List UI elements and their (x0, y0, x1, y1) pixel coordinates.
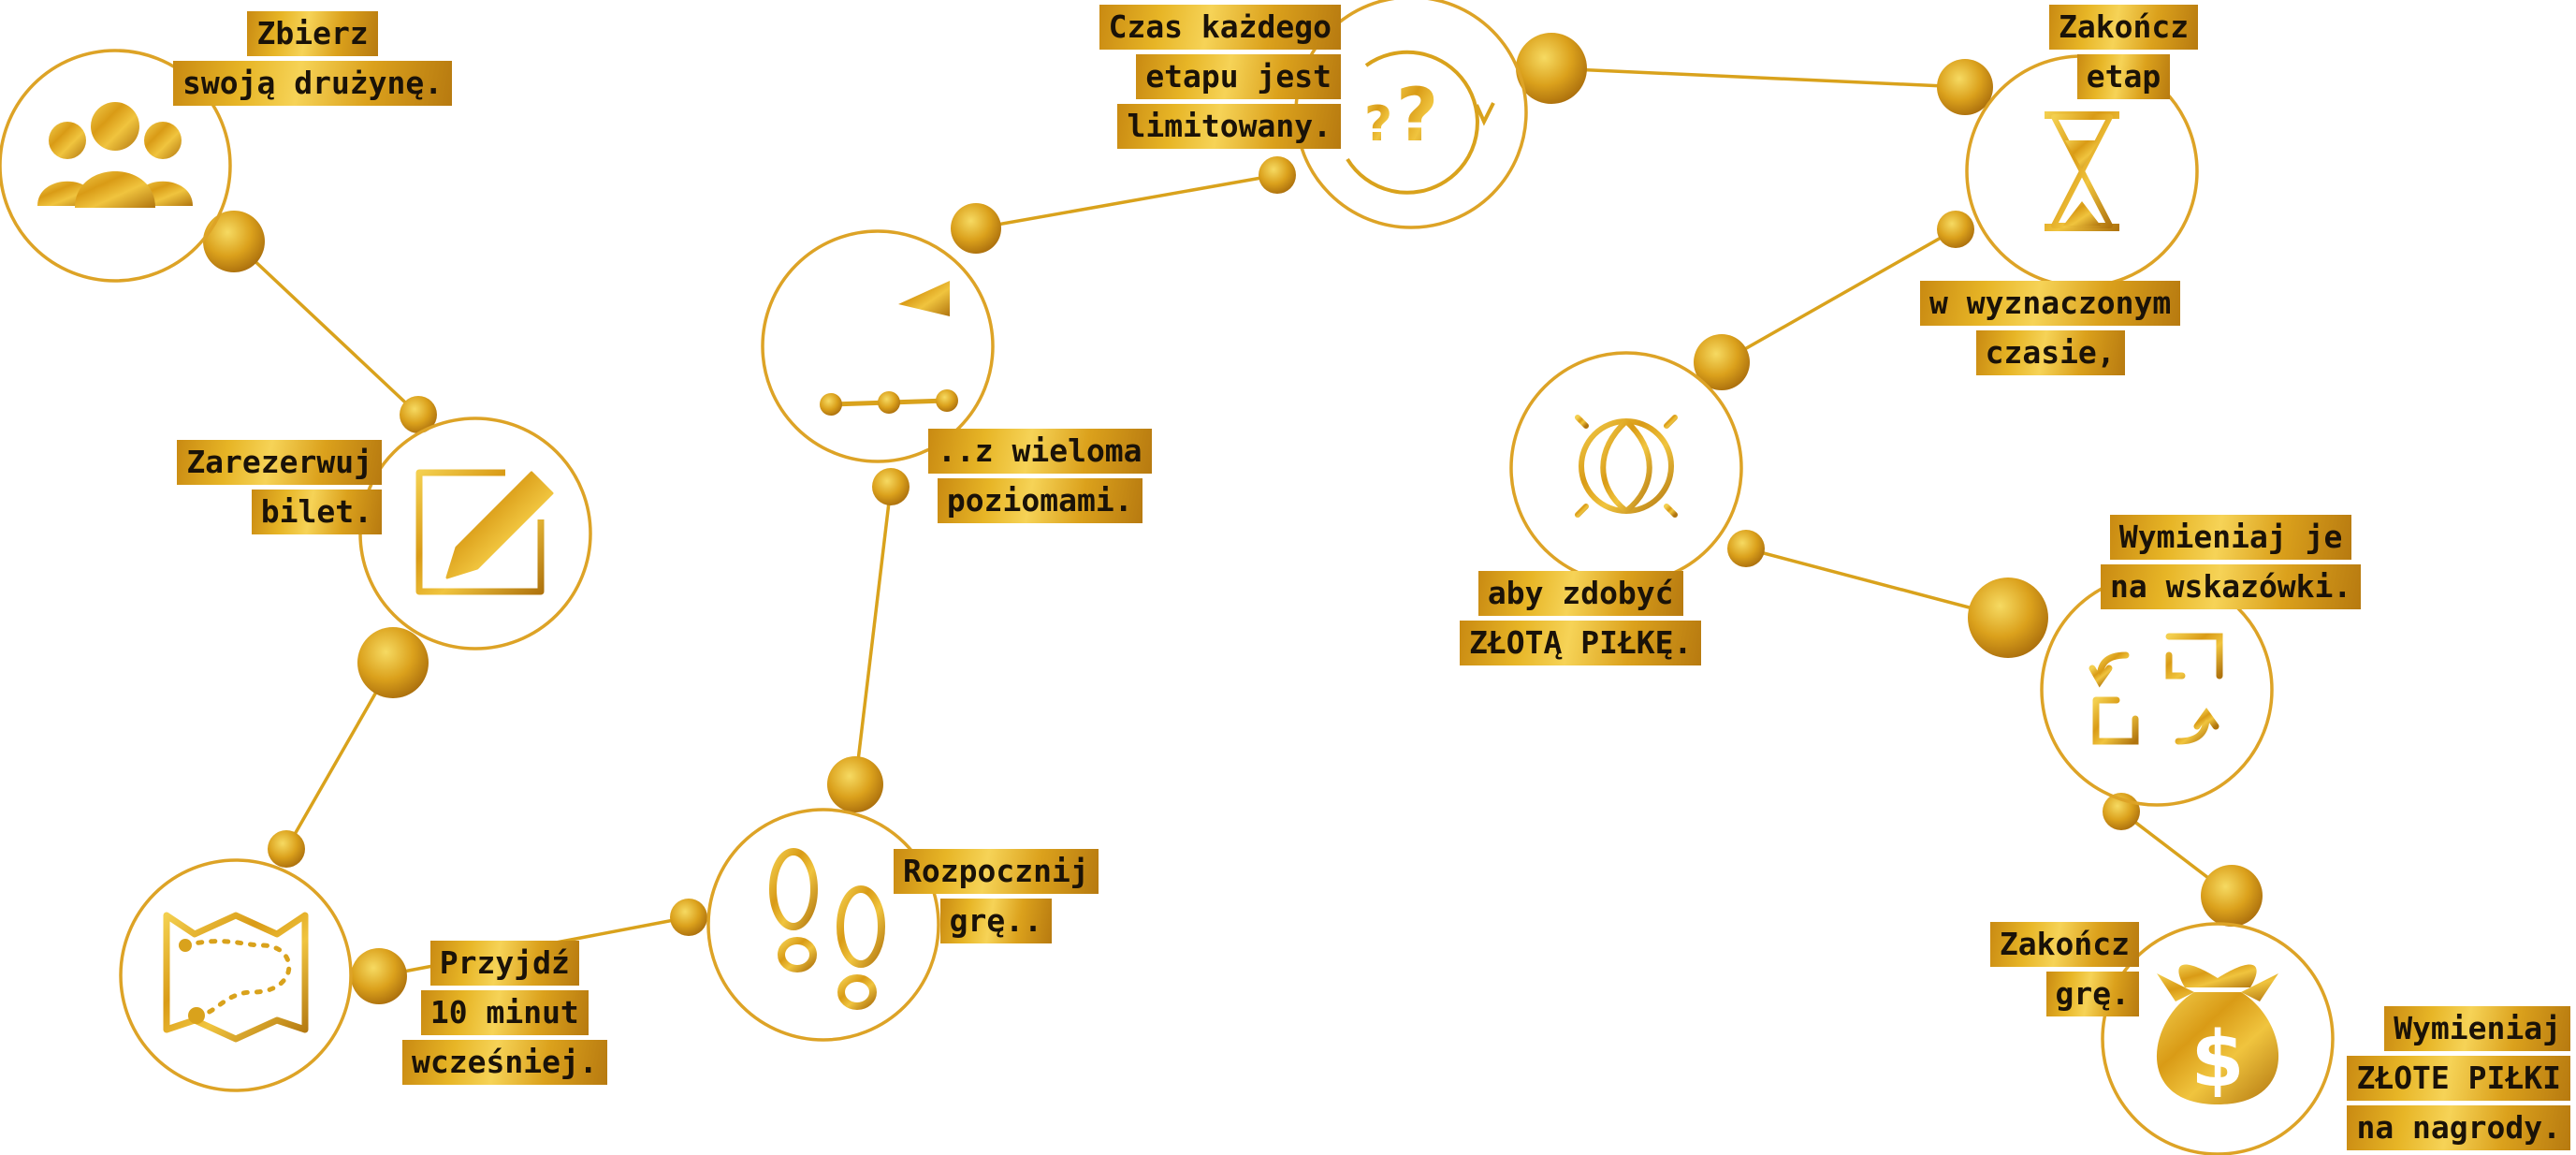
label-arrive: Przyjdź 10 minut wcześniej. (402, 941, 607, 1085)
step-circle-team (0, 49, 232, 283)
label-start: Rozpocznij grę.. (894, 849, 1099, 943)
label-prizes: Wymieniaj ZŁOTE PIŁKI na nagrody. (2347, 1006, 2570, 1150)
label-in-time: w wyznaczonym czasie, (1920, 281, 2181, 375)
svg-text:?: ? (1396, 74, 1438, 158)
exchange-arrows-icon (2088, 633, 2223, 745)
label-finish-stage: Zakończ etap (2049, 5, 2199, 99)
hourglass-icon (2045, 111, 2119, 231)
golden-ball-icon (1555, 395, 1697, 537)
svg-text:?: ? (1364, 96, 1392, 153)
step-circle-arrive (119, 858, 353, 1092)
step-circle-prizes (2101, 922, 2335, 1155)
svg-text:$: $ (2190, 1016, 2244, 1104)
flag-path-icon (820, 281, 958, 416)
question-cycle-icon: ? ? (1346, 50, 1495, 195)
label-levels: ..z wieloma poziomami. (928, 429, 1152, 523)
step-circle-golden-ball (1509, 351, 1743, 585)
team-icon (37, 102, 193, 208)
map-route-icon (163, 912, 309, 1043)
step-circles (0, 0, 2335, 1155)
money-bag-icon: $ (2156, 964, 2279, 1104)
connector-lines (232, 66, 2234, 978)
pencil-edit-icon (415, 469, 554, 595)
label-ticket: Zarezerwuj bilet. (177, 440, 382, 534)
step-circle-levels (761, 229, 995, 463)
label-finish-game: Zakończ grę. (1989, 922, 2139, 1016)
label-exchange: Wymieniaj je na wskazówki. (2101, 515, 2362, 609)
step-circle-start (706, 808, 940, 1042)
gold-dots (203, 33, 2263, 1004)
footprints-icon (769, 848, 885, 1010)
label-team: Zbierz swoją drużynę. (173, 11, 453, 106)
label-limited: Czas każdego etapu jest limitowany. (1099, 5, 1341, 149)
label-golden-ball: aby zdobyć ZŁOTĄ PIŁKĘ. (1460, 571, 1702, 665)
